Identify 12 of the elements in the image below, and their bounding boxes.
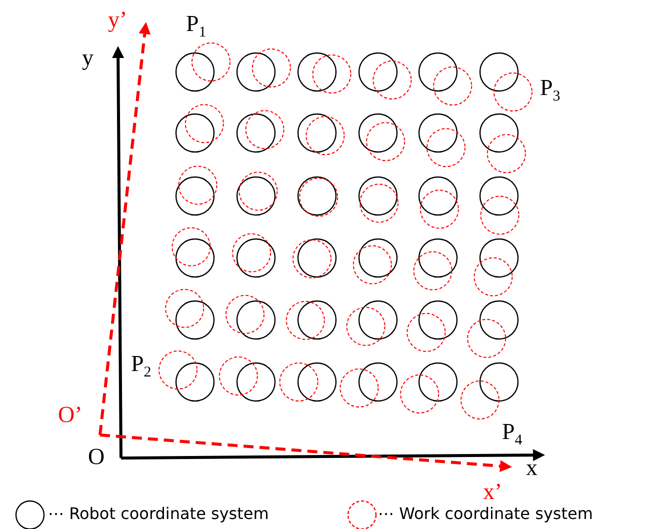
legend-text: ⋯ Work coordinate system: [378, 506, 593, 522]
legend-text: ⋯ Robot coordinate system: [48, 506, 269, 522]
origin-label: O’: [58, 403, 82, 426]
point-label: P$_{1}$: [186, 12, 206, 41]
point-label: P$_{4}$: [502, 420, 522, 449]
point-label: P$_{2}$: [131, 352, 152, 381]
axis-label: y: [82, 46, 94, 69]
point-label: P$_{3}$: [540, 76, 560, 105]
axis-label: x: [526, 456, 538, 479]
axis-label: y’: [108, 8, 128, 31]
axis-label: x’: [483, 480, 502, 503]
origin-label: O: [88, 445, 105, 468]
